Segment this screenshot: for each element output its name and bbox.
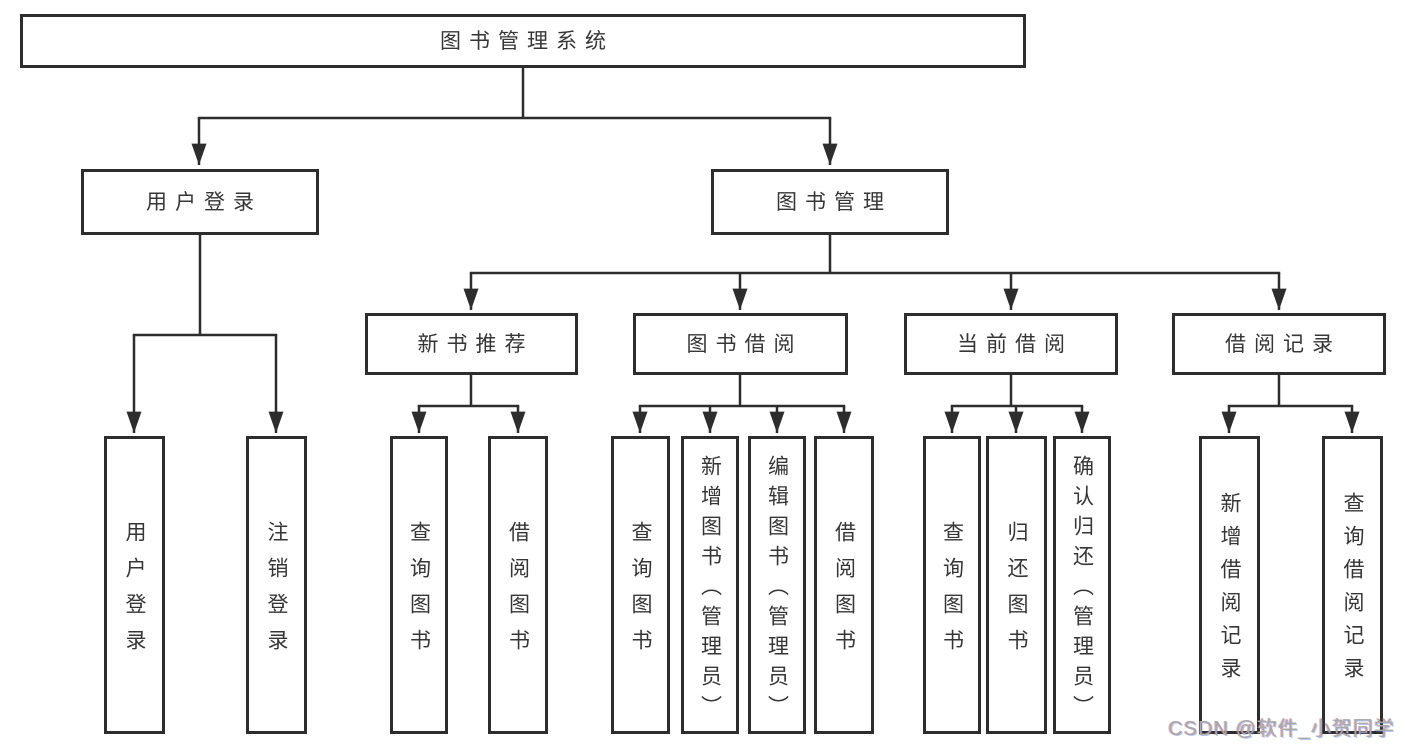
leaf-query-books-current: 查询图书 bbox=[923, 436, 981, 734]
node-current-borrow: 当前借阅 bbox=[904, 313, 1118, 375]
leaf-user-login-label: 用户登录 bbox=[123, 520, 146, 665]
leaf-query-borrow-record: 查询借阅记录 bbox=[1322, 436, 1383, 734]
node-book-borrow-label: 图书借阅 bbox=[686, 332, 803, 356]
leaf-query-books-current-label: 查询图书 bbox=[940, 520, 964, 665]
node-borrow-records-label: 借阅记录 bbox=[1225, 332, 1341, 356]
root-node-label: 图书管理系统 bbox=[440, 29, 614, 53]
node-book-borrow: 图书借阅 bbox=[633, 313, 848, 375]
node-current-borrow-label: 当前借阅 bbox=[957, 332, 1073, 356]
node-new-book-recommend: 新书推荐 bbox=[365, 313, 578, 375]
leaf-confirm-return-admin-label: 确认归还（管理员） bbox=[1070, 454, 1094, 725]
leaf-borrow-books-borrow: 借阅图书 bbox=[814, 436, 874, 734]
node-borrow-records: 借阅记录 bbox=[1172, 313, 1386, 375]
leaf-query-books-recommend: 查询图书 bbox=[390, 436, 448, 734]
leaf-confirm-return-admin: 确认归还（管理员） bbox=[1053, 436, 1111, 734]
node-user-login: 用户登录 bbox=[81, 169, 319, 235]
leaf-query-books-borrow: 查询图书 bbox=[611, 436, 670, 734]
node-book-management-label: 图书管理 bbox=[776, 190, 892, 214]
leaf-query-borrow-record-label: 查询借阅记录 bbox=[1341, 492, 1364, 690]
leaf-query-books-recommend-label: 查询图书 bbox=[407, 520, 431, 665]
leaf-logout: 注销登录 bbox=[246, 436, 307, 734]
node-user-login-label: 用户登录 bbox=[146, 190, 262, 214]
leaf-query-books-borrow-label: 查询图书 bbox=[629, 520, 652, 665]
node-book-management: 图书管理 bbox=[711, 169, 949, 235]
leaf-add-borrow-record: 新增借阅记录 bbox=[1199, 436, 1260, 734]
node-new-book-recommend-label: 新书推荐 bbox=[417, 332, 534, 356]
leaf-add-book-admin-label: 新增图书（管理员） bbox=[698, 454, 722, 725]
leaf-borrow-books-recommend-label: 借阅图书 bbox=[506, 520, 530, 665]
root-node: 图书管理系统 bbox=[20, 14, 1026, 68]
leaf-add-borrow-record-label: 新增借阅记录 bbox=[1218, 492, 1241, 690]
leaf-borrow-books-recommend: 借阅图书 bbox=[488, 436, 548, 734]
leaf-return-book-label: 归还图书 bbox=[1005, 520, 1028, 665]
leaf-borrow-books-borrow-label: 借阅图书 bbox=[832, 520, 856, 665]
leaf-user-login: 用户登录 bbox=[104, 436, 165, 734]
csdn-watermark: CSDN @软件_小贺同学 bbox=[1168, 718, 1395, 740]
leaf-return-book: 归还图书 bbox=[986, 436, 1047, 734]
leaf-logout-label: 注销登录 bbox=[265, 520, 288, 665]
leaf-edit-book-admin-label: 编辑图书（管理员） bbox=[765, 454, 789, 725]
leaf-edit-book-admin: 编辑图书（管理员） bbox=[748, 436, 806, 734]
leaf-add-book-admin: 新增图书（管理员） bbox=[681, 436, 739, 734]
